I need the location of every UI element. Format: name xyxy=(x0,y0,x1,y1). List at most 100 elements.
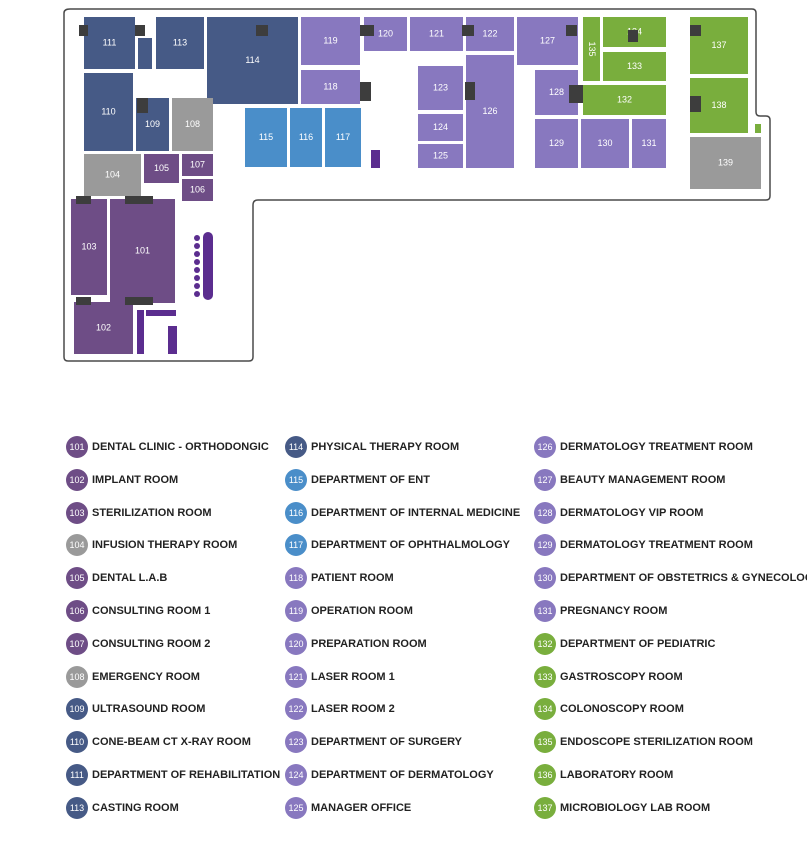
door-marker xyxy=(76,196,91,204)
room-111[interactable]: 111 xyxy=(84,17,135,69)
room-118[interactable]: 118 xyxy=(301,70,360,104)
room-115[interactable]: 115 xyxy=(245,108,287,167)
door-marker xyxy=(79,25,88,36)
room-130[interactable]: 130 xyxy=(581,119,629,168)
door-marker xyxy=(628,30,638,42)
door-marker xyxy=(569,85,583,103)
door-marker xyxy=(462,25,474,36)
seat-dot xyxy=(194,251,200,257)
room-name-label: DENTAL CLINIC - ORTHODONGIC xyxy=(92,441,269,453)
room-name-label: DEPARTMENT OF DERMATOLOGY xyxy=(311,769,494,781)
room-name-label: EMERGENCY ROOM xyxy=(92,670,200,683)
room-number-label: 119 xyxy=(323,35,337,45)
room-shape xyxy=(84,73,133,151)
room-number-badge: 116 xyxy=(285,501,307,524)
door-marker xyxy=(566,25,577,36)
room-119[interactable]: 119 xyxy=(301,17,360,65)
room-number-label: 105 xyxy=(154,163,169,173)
room-133[interactable]: 133 xyxy=(603,52,666,81)
room-124[interactable]: 124 xyxy=(418,114,463,141)
room-139[interactable]: 139 xyxy=(690,137,761,189)
room-number-label: 130 xyxy=(597,138,612,148)
room-132[interactable]: 132 xyxy=(583,85,666,115)
pillar xyxy=(371,150,380,168)
room-number-badge: 106 xyxy=(66,600,88,622)
room-number-badge: 122 xyxy=(285,698,307,721)
room-shape xyxy=(583,85,666,115)
room-number-badge: 115 xyxy=(285,468,307,491)
room-103[interactable]: 103 xyxy=(71,199,107,295)
room-name-label: STERILIZATION ROOM xyxy=(92,506,212,519)
room-name-label: DEPARTMENT OF OPHTHALMOLOGY xyxy=(311,539,511,552)
door-marker xyxy=(125,297,153,305)
room-name-label: DEPARTMENT OF ENT xyxy=(311,473,430,486)
room-shape xyxy=(182,179,213,201)
stair-rail-left xyxy=(137,310,144,354)
room-name-label: MICROBIOLOGY LAB ROOM xyxy=(560,801,711,814)
room-107[interactable]: 107 xyxy=(182,154,213,176)
room-125[interactable]: 125 xyxy=(418,144,463,168)
room-104[interactable]: 104 xyxy=(84,154,141,196)
room-123[interactable]: 123 xyxy=(418,66,463,110)
room-105[interactable]: 105 xyxy=(144,154,179,183)
room-number-badge: 129 xyxy=(534,534,556,557)
door-marker xyxy=(465,82,475,100)
room-shape xyxy=(690,137,761,189)
room-name-label: LABORATORY ROOM xyxy=(560,769,674,781)
room-101[interactable]: 101 xyxy=(110,199,175,303)
seat-dot xyxy=(194,235,200,241)
extras-layer xyxy=(137,38,761,354)
room-number-label: 108 xyxy=(185,119,200,129)
room-113[interactable]: 113 xyxy=(156,17,204,69)
room-121[interactable]: 121 xyxy=(410,17,463,51)
room-shape xyxy=(110,199,175,303)
room-117[interactable]: 117 xyxy=(325,108,361,167)
room-number-badge: 101 xyxy=(66,436,88,458)
room-name-label: DERMATOLOGY TREATMENT ROOM xyxy=(560,441,753,453)
room-shape xyxy=(301,17,360,65)
room-name-label: ENDOSCOPE STERILIZATION ROOM xyxy=(560,736,753,749)
room-108[interactable]: 108 xyxy=(172,98,213,151)
room-116[interactable]: 116 xyxy=(290,108,322,167)
room-114-annex xyxy=(245,75,298,104)
room-106[interactable]: 106 xyxy=(182,179,213,201)
room-number-label: 104 xyxy=(105,169,120,179)
room-127[interactable]: 127 xyxy=(517,17,578,65)
room-number-badge: 102 xyxy=(66,468,88,491)
room-name-label: DEPARTMENT OF SURGERY xyxy=(311,736,462,749)
door-marker xyxy=(690,25,701,36)
room-shape xyxy=(84,154,141,196)
door-marker xyxy=(690,96,701,112)
legend-item-115: 115 DEPARTMENT OF ENT xyxy=(285,468,430,492)
room-110[interactable]: 110 xyxy=(84,73,133,151)
room-number-badge: 120 xyxy=(285,632,307,655)
door-marker xyxy=(125,196,153,204)
room-135[interactable]: 135 xyxy=(583,17,600,81)
room-number-label: 116 xyxy=(299,132,313,142)
legend-item-102: 102 IMPLANT ROOM xyxy=(66,468,178,492)
room-102[interactable]: 102 xyxy=(74,302,133,354)
room-number-badge: 132 xyxy=(534,632,556,655)
room-126[interactable]: 126 xyxy=(466,55,514,168)
room-131[interactable]: 131 xyxy=(632,119,666,168)
room-number-label: 133 xyxy=(627,61,642,71)
room-129[interactable]: 129 xyxy=(535,119,578,168)
room-name-label: IMPLANT ROOM xyxy=(92,473,179,486)
room-number-label: 115 xyxy=(259,132,273,142)
room-number-badge: 137 xyxy=(534,796,556,819)
stair-rail-right xyxy=(168,326,177,354)
room-number-badge: 105 xyxy=(66,567,88,590)
